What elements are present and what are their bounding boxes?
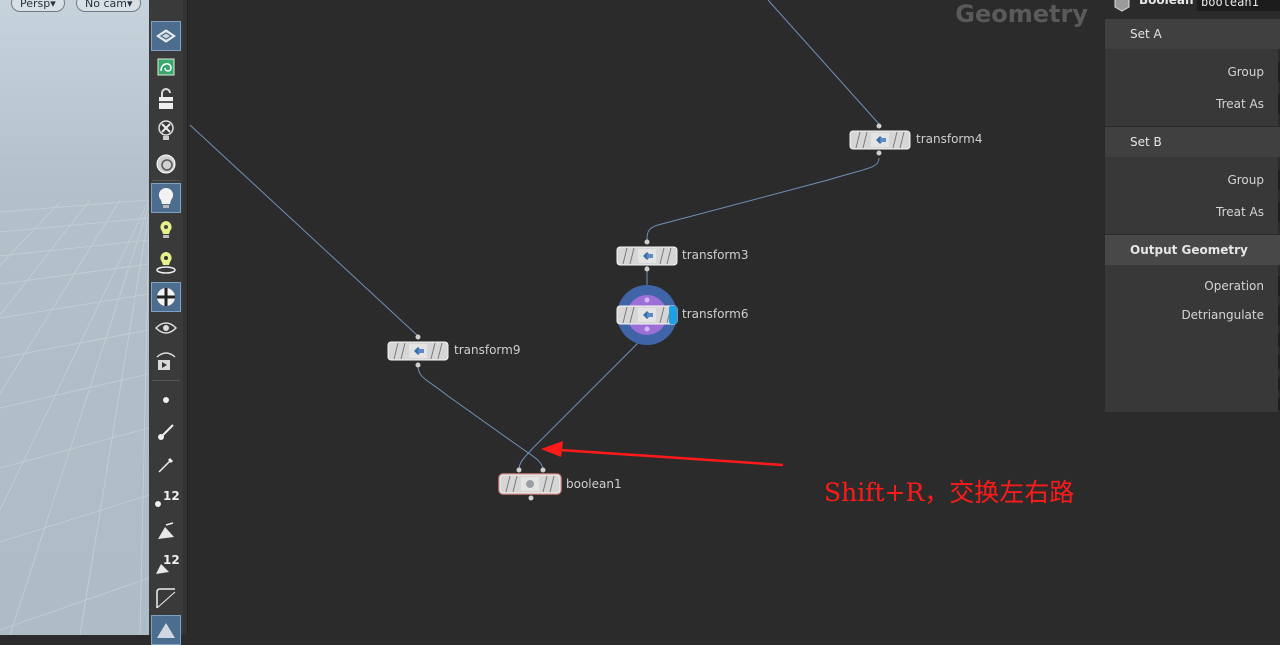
light-icon[interactable] (151, 149, 181, 179)
set-a-treat-as-label: Treat As (1216, 97, 1264, 111)
point-light-icon[interactable] (151, 247, 181, 277)
wire-transform9-boolean1 (417, 365, 544, 471)
display-options-icon[interactable] (151, 52, 181, 82)
param-field[interactable] (1278, 398, 1280, 410)
primitive-number-icon[interactable]: 12 (151, 550, 181, 580)
hide-light-icon[interactable] (151, 116, 181, 146)
set-b-group-label: Group (1227, 173, 1264, 187)
node-label-transform3[interactable]: transform3 (682, 248, 749, 262)
node-transform6 (616, 305, 678, 325)
point-icon[interactable] (151, 385, 181, 415)
set-a-group-field[interactable] (1278, 62, 1280, 82)
set-b-group-field[interactable] (1278, 170, 1280, 190)
svg-text:12: 12 (163, 553, 179, 567)
set-a-header[interactable]: Set A (1105, 19, 1280, 49)
detriangulate-menu[interactable] (1278, 305, 1280, 325)
node-name-field[interactable] (1197, 0, 1280, 11)
svg-text:12: 12 (163, 489, 179, 503)
param-field[interactable] (1278, 333, 1280, 347)
triangle-icon[interactable] (151, 615, 181, 645)
wire-to-transform9 (189, 124, 419, 337)
lightbulb-small-icon[interactable] (151, 215, 181, 245)
set-b-panel (1105, 157, 1278, 234)
operation-label: Operation (1204, 279, 1264, 293)
parameter-pane: Boolean Set A Group Treat As Set B Group… (1105, 0, 1280, 635)
param-field[interactable] (1278, 355, 1280, 369)
perspective-menu-button[interactable]: Persp▾ (11, 0, 65, 12)
set-a-panel (1105, 49, 1278, 126)
render-sphere-icon[interactable] (151, 282, 181, 312)
lightbulb-icon[interactable] (151, 183, 181, 213)
node-type-label: Boolean (1139, 0, 1194, 7)
normal-icon[interactable] (151, 583, 181, 613)
scene-viewport[interactable]: Persp▾ No cam▾ (0, 0, 149, 635)
network-context-title: Geometry (955, 0, 1088, 28)
network-editor[interactable]: Geometry (188, 0, 1105, 635)
set-b-treat-as-label: Treat As (1216, 205, 1264, 219)
wire-transform4-transform3 (646, 157, 880, 241)
set-a-treat-as-menu[interactable] (1278, 94, 1280, 114)
annotation-arrow (541, 441, 784, 467)
set-a-group-label: Group (1227, 65, 1264, 79)
network-wires (189, 0, 911, 501)
node-label-transform9[interactable]: transform9 (454, 343, 521, 357)
wire-to-transform4 (767, 0, 880, 125)
point-number-icon[interactable]: 12 (151, 482, 181, 512)
output-geometry-panel (1105, 265, 1278, 412)
node-boolean1 (498, 473, 562, 495)
annotation-text: Shift+R，交换左右路 (824, 478, 1075, 507)
node-transform4 (849, 130, 911, 150)
set-b-header[interactable]: Set B (1105, 127, 1280, 157)
node-label-boolean1[interactable]: boolean1 (566, 477, 622, 491)
lock-camera-icon[interactable] (151, 84, 181, 114)
node-label-transform6[interactable]: transform6 (682, 307, 749, 321)
render-view-icon[interactable] (151, 346, 181, 376)
node-transform9 (387, 341, 449, 361)
paint-icon[interactable] (151, 417, 181, 447)
pen-icon[interactable] (151, 450, 181, 480)
output-geometry-tab[interactable]: Output Geometry (1105, 235, 1280, 265)
select-icon[interactable] (151, 21, 181, 51)
param-field[interactable] (1278, 377, 1280, 391)
visibility-icon[interactable] (151, 313, 181, 343)
primitive-icon[interactable] (151, 517, 181, 547)
camera-menu-button[interactable]: No cam▾ (76, 0, 142, 12)
wire-transform6-boolean1 (518, 333, 648, 471)
operation-menu[interactable] (1278, 276, 1280, 296)
viewport-toolbar: 12 12 (149, 0, 184, 645)
ground-grid (0, 199, 149, 635)
detriangulate-label: Detriangulate (1181, 308, 1264, 322)
pane-divider[interactable] (183, 0, 188, 635)
set-b-treat-as-menu[interactable] (1278, 202, 1280, 222)
boolean-node-icon (1114, 0, 1130, 12)
node-label-transform4[interactable]: transform4 (916, 132, 983, 146)
node-transform3 (616, 246, 678, 266)
